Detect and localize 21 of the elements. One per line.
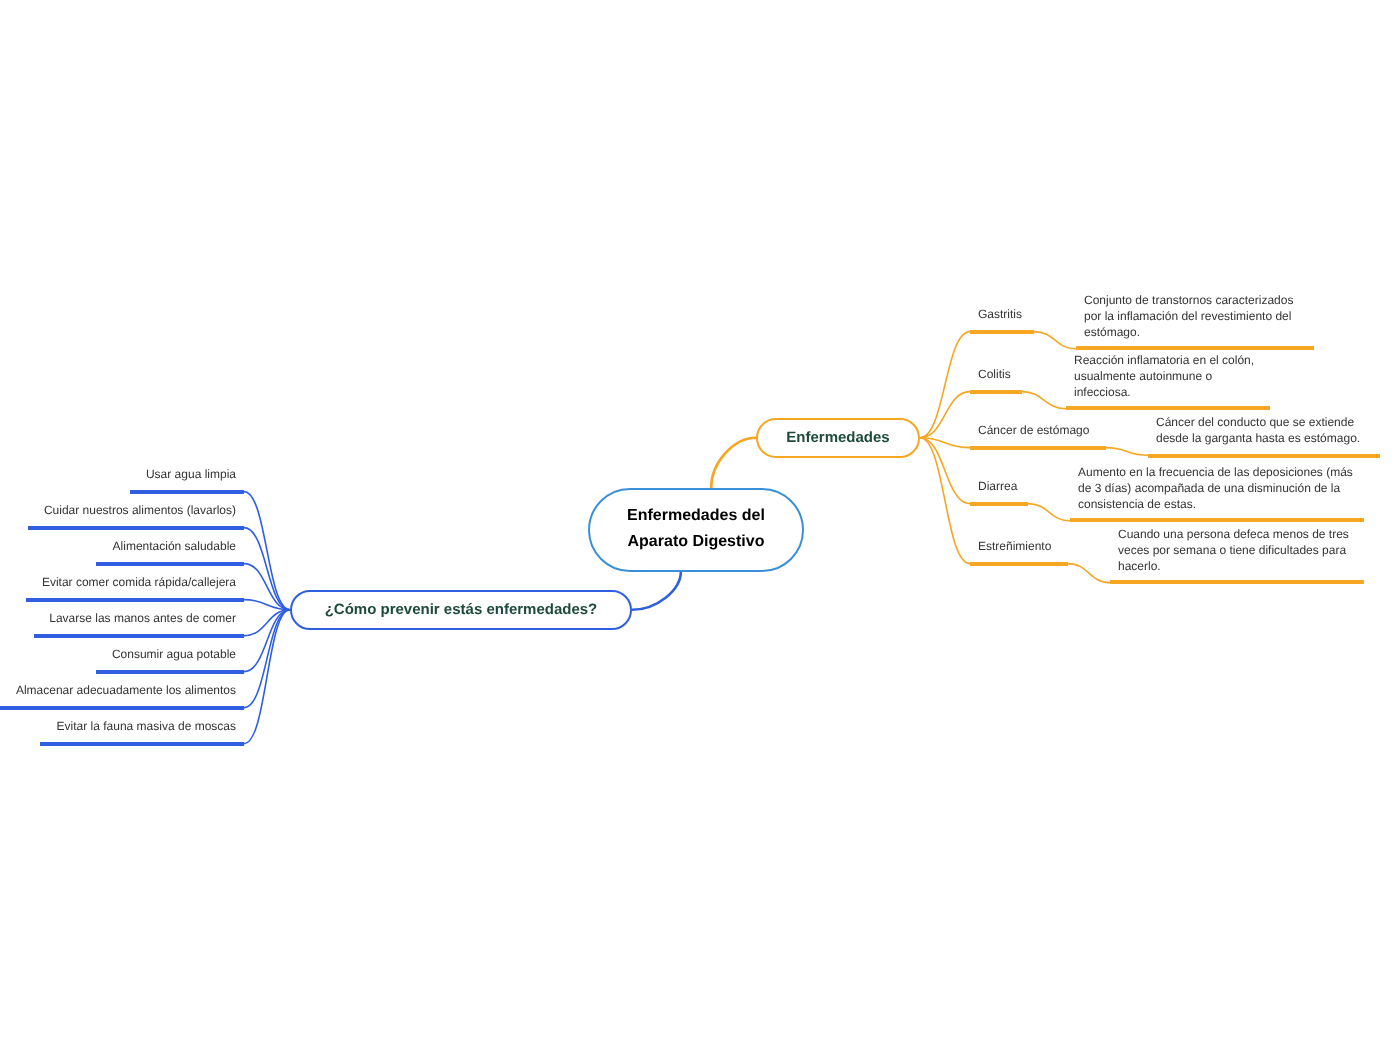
connector-line (919, 436, 971, 449)
connector-line (709, 436, 757, 489)
connector-line (1105, 446, 1149, 456)
connector-line (919, 390, 971, 439)
connector-line (243, 608, 291, 745)
connector-line (919, 436, 971, 565)
connector-line (631, 571, 683, 612)
connector-line (243, 598, 291, 611)
connector-line (1027, 502, 1071, 522)
connector-line (919, 436, 971, 505)
connector-line (243, 608, 291, 673)
central-topic-node: Enfermedades del Aparato Digestivo (588, 488, 804, 572)
connector-line (243, 562, 291, 611)
connector-line (1033, 330, 1077, 350)
connector-line (243, 608, 291, 709)
connector-line (243, 608, 291, 637)
connector-line (243, 526, 291, 611)
connector-line (1021, 390, 1067, 410)
connector-line (243, 490, 291, 611)
connector-line (1067, 562, 1111, 584)
connector-line (919, 330, 971, 439)
